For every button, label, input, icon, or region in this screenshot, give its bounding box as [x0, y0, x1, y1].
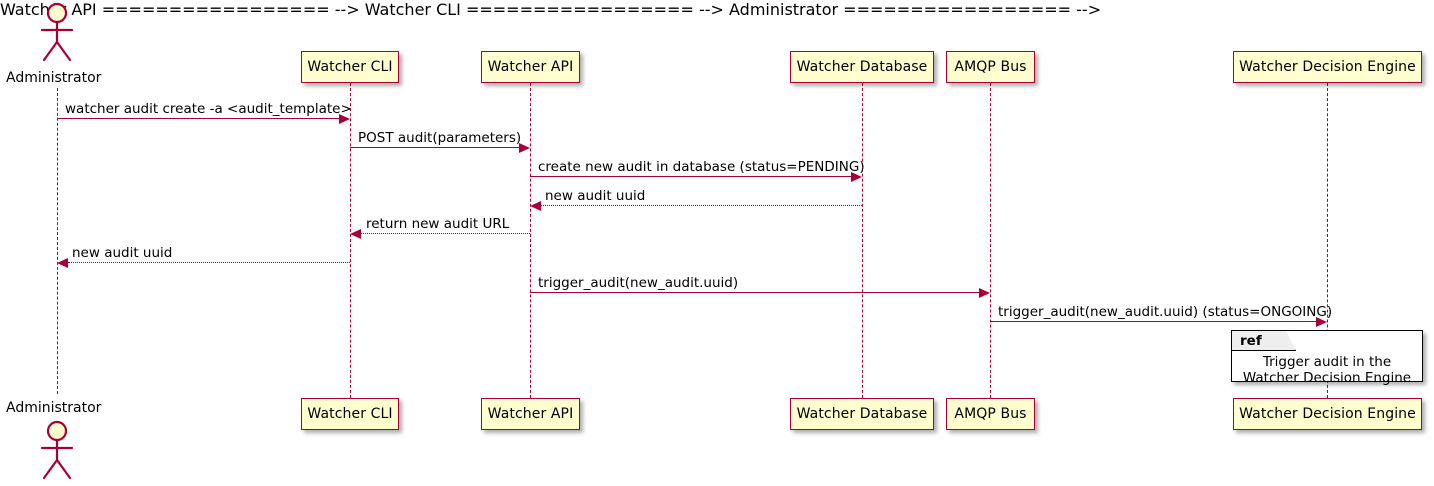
participant-amqp-bus-top[interactable]: AMQP Bus: [946, 51, 1035, 83]
participant-watcher-decision-engine-bottom[interactable]: Watcher Decision Engine: [1233, 398, 1422, 430]
message-arrowhead-1: [339, 113, 350, 124]
message-line-7: [530, 292, 979, 293]
participant-watcher-cli-bottom[interactable]: Watcher CLI: [301, 398, 399, 430]
actor-icon: [40, 2, 74, 62]
actor-administrator-bottom: [30, 420, 86, 482]
actor-icon: [40, 420, 74, 480]
message-line-6: [68, 262, 350, 263]
actor-administrator-top: [30, 2, 86, 64]
actor-label-administrator-bottom: Administrator: [6, 400, 102, 416]
message-label-2: POST audit(parameters): [358, 130, 522, 146]
lifeline-watcher-cli: [350, 83, 351, 398]
participant-watcher-api-top[interactable]: Watcher API: [481, 51, 580, 83]
participant-watcher-database-top[interactable]: Watcher Database: [790, 51, 934, 83]
participant-amqp-bus-bottom[interactable]: AMQP Bus: [946, 398, 1035, 430]
lifeline-amqp-bus: [990, 83, 991, 398]
message-arrowhead-5: [350, 228, 361, 239]
message-line-1: [57, 118, 339, 119]
message-arrowhead-7: [979, 287, 990, 298]
message-arrowhead-8: [1316, 316, 1327, 327]
ref-fragment-line-1: Trigger audit in the: [1262, 354, 1392, 370]
message-arrowhead-6: [57, 257, 68, 268]
actor-label-administrator-top: Administrator: [6, 70, 102, 86]
participant-watcher-api-bottom[interactable]: Watcher API: [481, 398, 580, 430]
message-arrowhead-2: [519, 142, 530, 153]
participant-watcher-decision-engine-top[interactable]: Watcher Decision Engine: [1233, 51, 1422, 83]
message-line-8: [990, 321, 1316, 322]
ref-fragment-tab: ref: [1232, 331, 1296, 351]
message-arrowhead-4: [530, 200, 541, 211]
message-label-7: trigger_audit(new_audit.uuid): [538, 275, 739, 291]
participant-watcher-database-bottom[interactable]: Watcher Database: [790, 398, 934, 430]
message-label-8: trigger_audit(new_audit.uuid) (status=ON…: [998, 304, 1333, 320]
lifeline-watcher-decision-engine: [1327, 83, 1328, 398]
ref-fragment-body: Trigger audit in the Watcher Decision En…: [1232, 351, 1422, 386]
ref-fragment-line-2: Watcher Decision Engine: [1242, 370, 1412, 386]
message-label-3: create new audit in database (status=PEN…: [538, 159, 865, 175]
participant-watcher-cli-top[interactable]: Watcher CLI: [301, 51, 399, 83]
lifeline-administrator: [57, 88, 58, 394]
message-line-5: [361, 233, 530, 234]
message-arrowhead-3: [851, 171, 862, 182]
message-label-5: return new audit URL: [366, 216, 510, 232]
message-line-3: [530, 176, 851, 177]
ref-fragment: ref Trigger audit in the Watcher Decisio…: [1231, 330, 1423, 386]
message-label-4: new audit uuid: [545, 188, 646, 204]
lifeline-watcher-api: [530, 83, 531, 398]
lifeline-watcher-database: [862, 83, 863, 398]
message-label-1: watcher audit create -a <audit_template>: [65, 101, 352, 117]
message-line-4: [541, 205, 862, 206]
message-label-6: new audit uuid: [72, 245, 173, 261]
message-line-2: [350, 147, 519, 148]
